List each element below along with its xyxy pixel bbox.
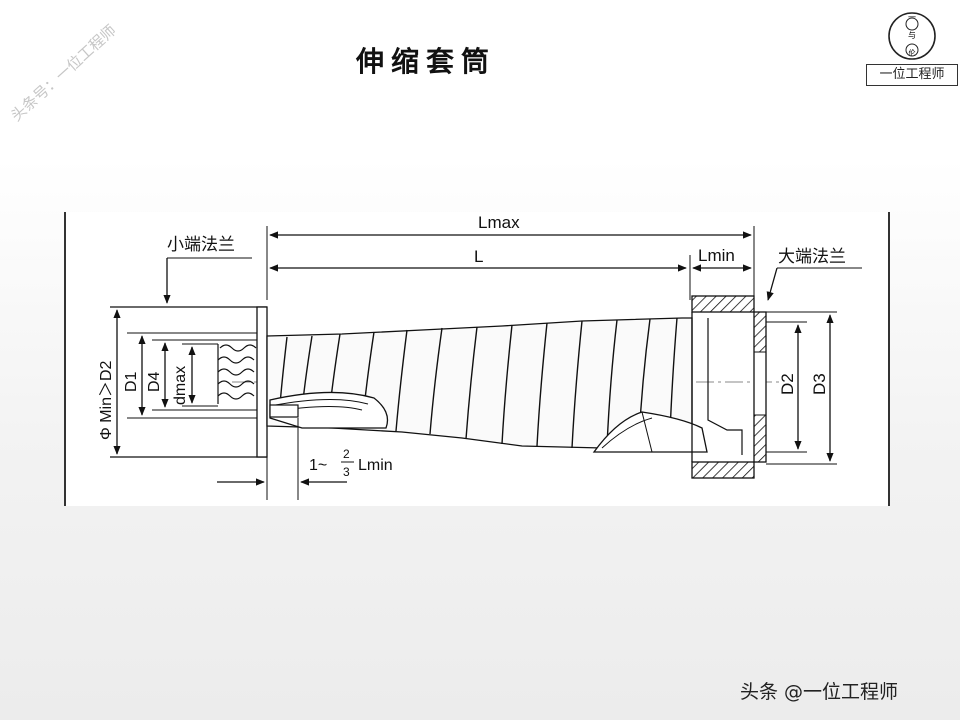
logo-char-2: 与 <box>908 31 916 40</box>
inner-spring-coil <box>217 344 257 404</box>
range-prefix: 1~ <box>309 457 327 474</box>
telescoping-tube-body <box>266 317 708 453</box>
small-flange-callout: 小端法兰 <box>163 235 252 304</box>
large-flange-label: 大端法兰 <box>778 247 846 266</box>
watermark-text: 头条号：一位工程师 <box>7 21 120 125</box>
logo-circle-icon: 一 与 伦 <box>888 12 936 60</box>
small-flange-plate <box>256 306 268 458</box>
dimension-lmax: Lmax <box>266 213 755 300</box>
dimension-lmin: Lmin <box>692 246 752 272</box>
l-label: L <box>474 247 483 266</box>
dimension-left-diameters: Φ Min＞D2 D1 D4 dmax <box>98 309 218 455</box>
lmax-label: Lmax <box>478 213 520 232</box>
d4-label: D4 <box>146 371 163 392</box>
footer-credit: 头条 @一位工程师 <box>740 681 899 703</box>
range-denominator: 3 <box>343 465 350 479</box>
d3-label: D3 <box>810 373 829 395</box>
large-flange <box>691 295 767 479</box>
logo-label: 一位工程师 <box>866 64 958 86</box>
author-logo: 一 与 伦 <box>866 6 958 88</box>
lmin-label: Lmin <box>698 246 735 265</box>
page-title: 伸缩套筒 <box>356 45 497 78</box>
range-suffix: Lmin <box>358 457 393 474</box>
d2-label: D2 <box>778 373 797 395</box>
telescopic-sleeve-diagram: Lmax L Lmin 小端法兰 <box>64 212 890 506</box>
dimension-d2-d3: D2 D3 <box>766 311 837 465</box>
small-flange-label: 小端法兰 <box>167 235 235 254</box>
large-flange-callout: 大端法兰 <box>766 247 862 301</box>
dimension-l: L <box>269 247 691 300</box>
dmax-label: dmax <box>172 366 189 405</box>
logo-char-3: 伦 <box>909 48 916 57</box>
phi-min-label: Φ Min＞D2 <box>98 360 115 440</box>
d1-label: D1 <box>123 371 140 392</box>
range-numerator: 2 <box>343 447 350 461</box>
dimension-overlap: 1~ 2 3 Lmin <box>217 418 393 500</box>
